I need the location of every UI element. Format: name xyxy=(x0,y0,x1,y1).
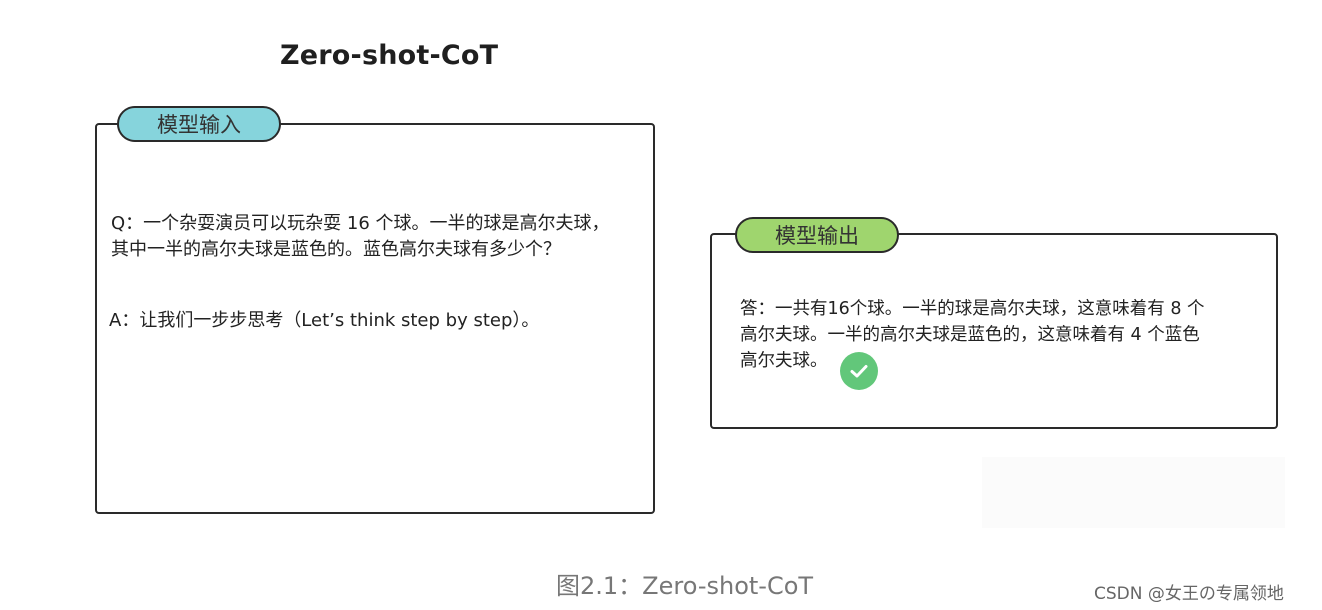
model-output-box xyxy=(710,233,1278,429)
figure-caption: 图2.1：Zero-shot-CoT xyxy=(556,572,814,600)
watermark: CSDN @女王の专属领地 xyxy=(1094,584,1284,604)
answer-prompt-text: A：让我们一步步思考（Let’s think step by step）。 xyxy=(109,310,540,331)
output-text: 答：一共有16个球。一半的球是高尔夫球，这意味着有 8 个 高尔夫球。一半的高尔… xyxy=(740,296,1205,374)
question-line-1: Q：一个杂耍演员可以玩杂耍 16 个球。一半的球是高尔夫球， xyxy=(111,213,610,234)
check-circle-icon xyxy=(840,352,878,390)
model-output-tag: 模型输出 xyxy=(735,217,899,253)
output-line-3: 高尔夫球。 xyxy=(740,351,828,371)
model-input-box xyxy=(95,123,655,514)
question-text: Q：一个杂耍演员可以玩杂耍 16 个球。一半的球是高尔夫球， 其中一半的高尔夫球… xyxy=(111,211,610,263)
output-line-1: 答：一共有16个球。一半的球是高尔夫球，这意味着有 8 个 xyxy=(740,299,1205,319)
model-input-tag: 模型输入 xyxy=(117,106,281,142)
output-line-2: 高尔夫球。一半的高尔夫球是蓝色的，这意味着有 4 个蓝色 xyxy=(740,325,1200,345)
check-mark-icon xyxy=(850,365,868,378)
question-line-2: 其中一半的高尔夫球是蓝色的。蓝色高尔夫球有多少个？ xyxy=(111,239,561,260)
diagram-title: Zero-shot-CoT xyxy=(280,40,499,71)
faint-background-block xyxy=(982,457,1285,528)
